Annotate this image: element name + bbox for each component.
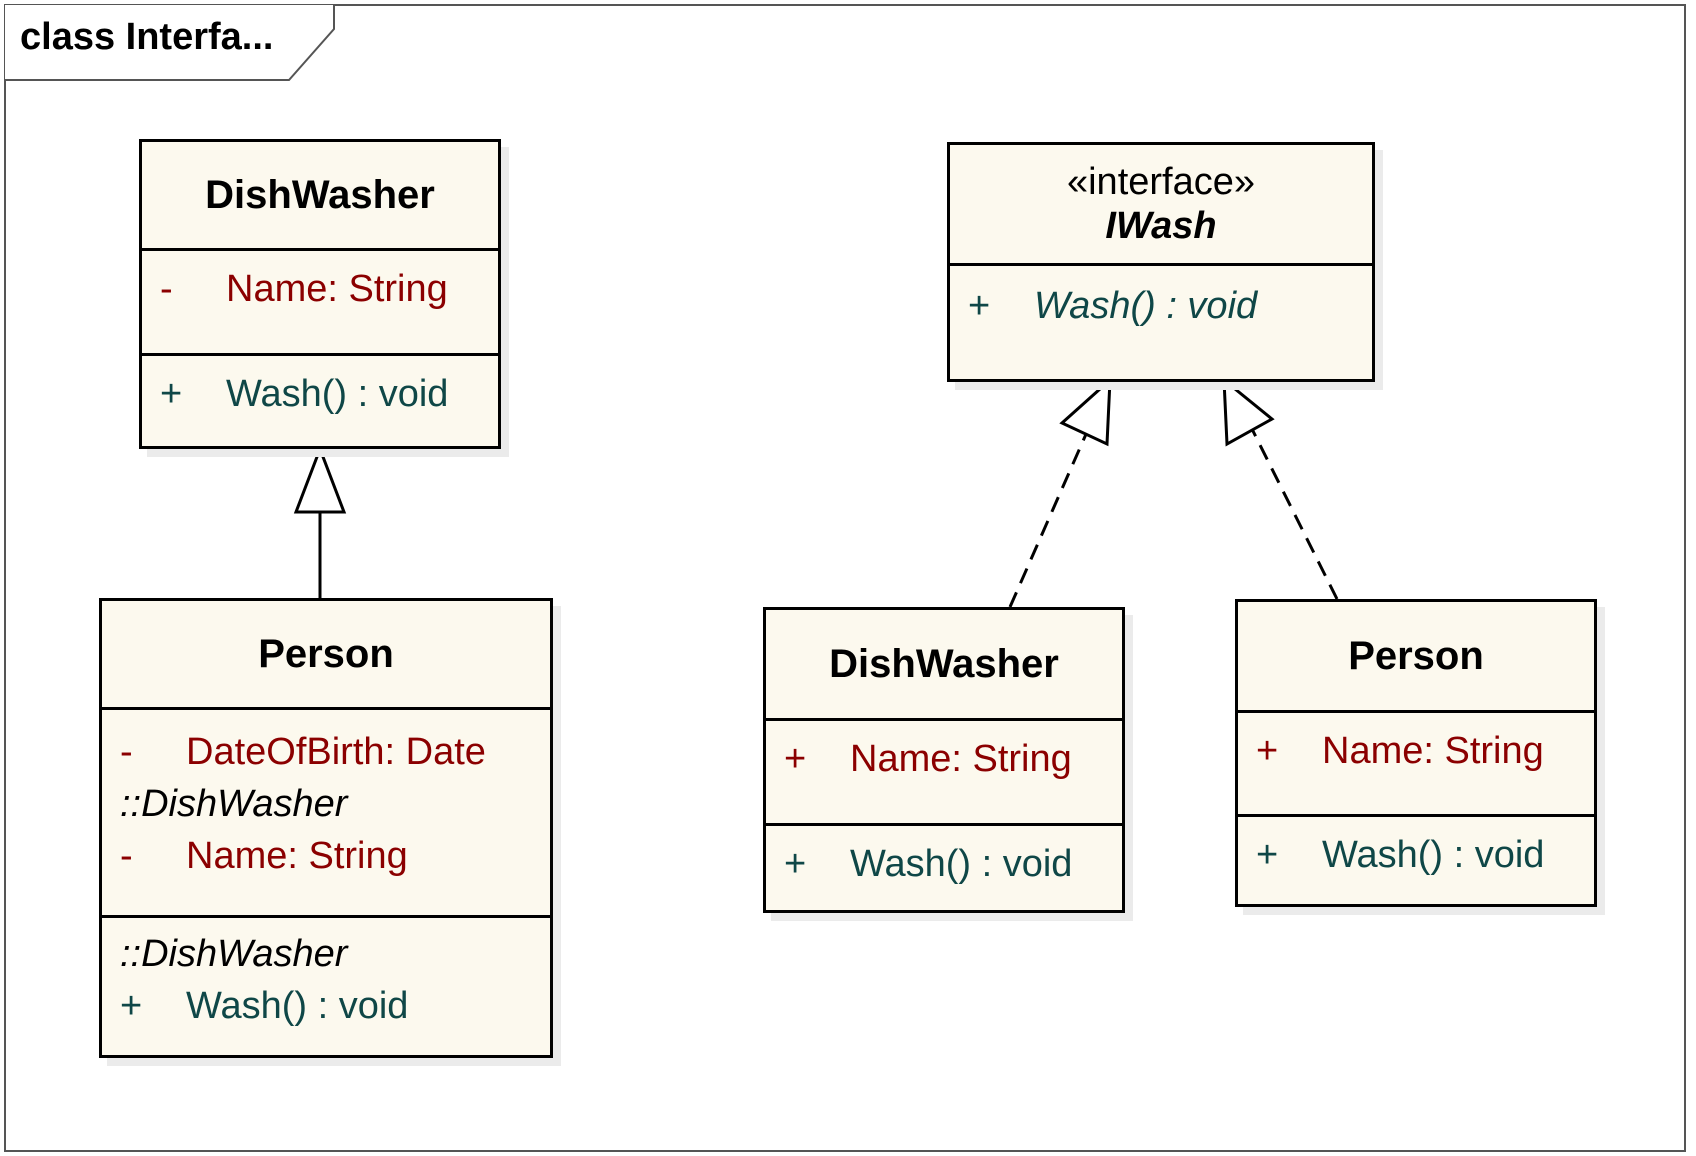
operation-compartment: ::DishWasher + Wash() : void: [102, 915, 550, 1032]
attribute-compartment: + Name: String: [1238, 710, 1594, 814]
inherited-group-label: ::DishWasher: [120, 933, 348, 975]
visibility-marker: +: [1256, 730, 1279, 772]
attribute-text: Name: String: [1322, 730, 1544, 772]
operation-text: Wash() : void: [1322, 834, 1545, 876]
operation-compartment: + Wash() : void: [1238, 814, 1594, 881]
attribute-compartment: - Name: String: [142, 248, 498, 353]
class-dishwasher-left[interactable]: DishWasher - Name: String + Wash() : void: [139, 139, 501, 449]
operation-row: + Wash() : void: [784, 838, 1104, 890]
operation-row: + Wash() : void: [968, 280, 1354, 332]
visibility-marker: +: [120, 985, 143, 1027]
visibility-marker: +: [784, 843, 807, 885]
attribute-compartment: -DateOfBirth: Date ::DishWasher -Name: S…: [102, 707, 550, 915]
visibility-marker: -: [160, 268, 173, 310]
class-dishwasher-right[interactable]: DishWasher + Name: String + Wash() : void: [763, 607, 1125, 913]
visibility-marker: +: [784, 738, 807, 780]
attribute-text: Name: String: [226, 268, 448, 310]
operation-text: Wash() : void: [186, 985, 409, 1027]
attribute-text: Name: String: [850, 738, 1072, 780]
class-person-right[interactable]: Person + Name: String + Wash() : void: [1235, 599, 1597, 907]
class-name: DishWasher: [829, 641, 1059, 686]
realization-line-person: [1249, 426, 1339, 600]
interface-name: IWash: [1105, 205, 1217, 247]
attribute-row: + Name: String: [1256, 725, 1576, 777]
operation-compartment: + Wash() : void: [766, 823, 1122, 890]
realization-line-dishwasher: [1008, 415, 1096, 608]
operation-row: + Wash() : void: [120, 980, 532, 1032]
frame-label-tab: [4, 4, 335, 81]
class-name: Person: [258, 631, 394, 676]
attribute-row: - Name: String: [120, 830, 532, 882]
class-name: Person: [1348, 633, 1484, 678]
operation-compartment: + Wash() : void: [950, 263, 1372, 332]
operation-row: + Wash() : void: [160, 368, 480, 420]
realization-arrowhead-person: [1222, 376, 1275, 447]
attribute-text: Name: String: [186, 835, 408, 877]
class-person-left[interactable]: Person - DateOfBirth: Date ::DishWasher -…: [99, 598, 553, 1058]
inherited-group-label: ::DishWasher: [120, 783, 348, 825]
visibility-marker: -: [120, 835, 133, 877]
attribute-row: - DateOfBirth: Date: [120, 726, 532, 778]
stereotype-label: «interface»: [1066, 161, 1255, 203]
operation-text: Wash() : void: [850, 843, 1073, 885]
interface-iwash[interactable]: «interface» IWash + Wash() : void: [947, 142, 1375, 382]
operation-compartment: + Wash() : void: [142, 353, 498, 420]
operation-text: Wash() : void: [226, 373, 449, 415]
visibility-marker: +: [968, 285, 991, 327]
realization-arrowhead-dishwasher: [1059, 376, 1112, 447]
attribute-compartment: + Name: String: [766, 718, 1122, 823]
operation-row: + Wash() : void: [1256, 829, 1576, 881]
visibility-marker: +: [1256, 834, 1279, 876]
attribute-row: + Name: String: [784, 733, 1104, 785]
attribute-text: DateOfBirth: Date: [186, 731, 486, 773]
class-name: DishWasher: [205, 172, 435, 217]
generalization-arrowhead: [293, 444, 347, 514]
visibility-marker: +: [160, 373, 183, 415]
attribute-row: - Name: String: [160, 263, 480, 315]
frame-label: class Interfa...: [20, 16, 274, 58]
visibility-marker: -: [120, 731, 133, 773]
operation-text: Wash() : void: [1034, 285, 1258, 327]
